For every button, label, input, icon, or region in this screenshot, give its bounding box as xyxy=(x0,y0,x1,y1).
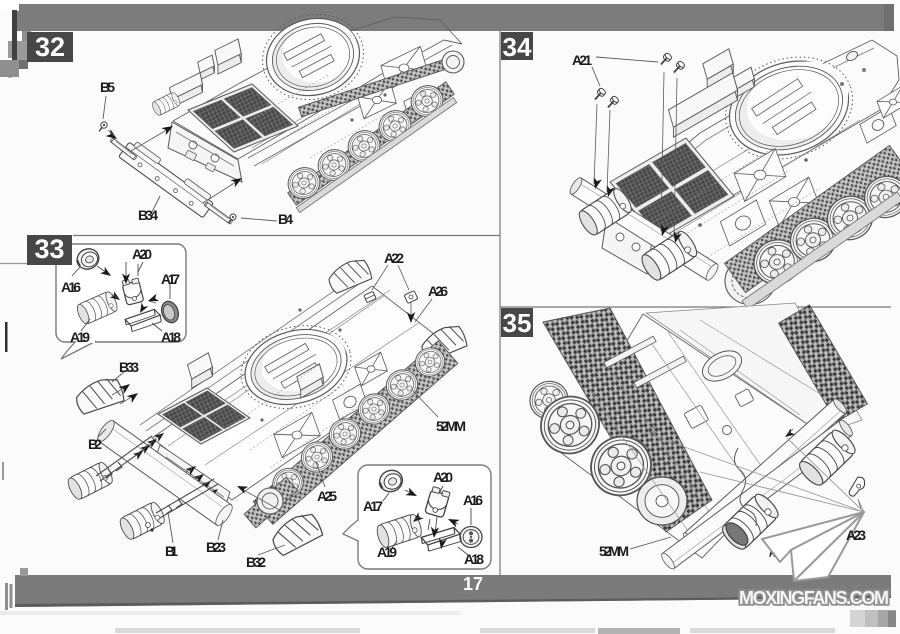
svg-text:B2: B2 xyxy=(88,436,102,452)
svg-text:MOXINGFANS.COM: MOXINGFANS.COM xyxy=(739,588,889,608)
svg-text:B32: B32 xyxy=(246,554,266,570)
svg-text:A20: A20 xyxy=(433,469,453,485)
svg-text:A16: A16 xyxy=(61,279,81,295)
svg-text:34: 34 xyxy=(503,32,532,62)
svg-text:A18: A18 xyxy=(161,329,181,345)
svg-text:B5: B5 xyxy=(100,79,115,95)
svg-text:B4: B4 xyxy=(278,211,293,227)
svg-text:A17: A17 xyxy=(161,271,180,287)
svg-text:A22: A22 xyxy=(384,250,404,266)
svg-text:A26: A26 xyxy=(428,283,448,299)
svg-text:32: 32 xyxy=(35,32,65,62)
svg-text:A17: A17 xyxy=(363,498,383,514)
svg-text:A21: A21 xyxy=(572,52,592,68)
svg-text:52MM: 52MM xyxy=(599,543,629,559)
svg-text:35: 35 xyxy=(503,308,532,338)
svg-text:A23: A23 xyxy=(846,527,866,543)
svg-text:A25: A25 xyxy=(317,488,337,504)
svg-text:A16: A16 xyxy=(463,492,483,508)
svg-text:A20: A20 xyxy=(132,246,152,262)
svg-text:MOXINGFANS.COM: MOXINGFANS.COM xyxy=(739,588,889,608)
svg-text:A19: A19 xyxy=(70,329,90,345)
svg-text:A18: A18 xyxy=(464,551,484,567)
svg-text:33: 33 xyxy=(34,234,64,264)
svg-text:B34: B34 xyxy=(138,207,158,223)
svg-text:17: 17 xyxy=(463,574,483,594)
svg-text:B1: B1 xyxy=(165,543,178,559)
svg-text:A19: A19 xyxy=(377,544,397,560)
svg-text:B33: B33 xyxy=(119,359,139,375)
svg-text:52MM: 52MM xyxy=(436,418,466,434)
svg-text:B23: B23 xyxy=(206,539,226,555)
